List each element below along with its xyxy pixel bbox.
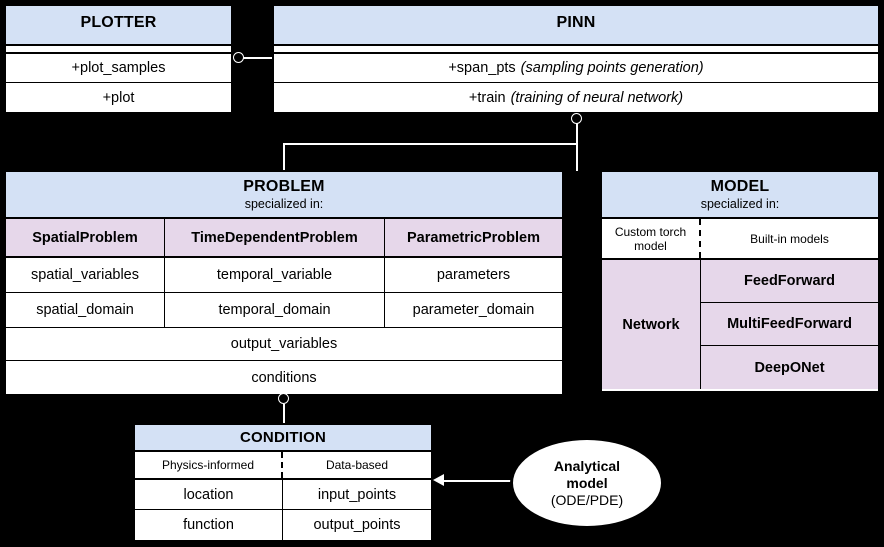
- condition-attribute: output_points: [283, 510, 431, 540]
- analytical-line-1: Analytical: [553, 457, 621, 474]
- plotter-method-name: +plot: [102, 89, 135, 106]
- problem-column-header[interactable]: TimeDependentProblem: [165, 219, 385, 256]
- model-column-header[interactable]: Built-in models: [701, 219, 878, 258]
- connector-bus-to-problem: [283, 143, 285, 171]
- model-column-header[interactable]: Custom torch model: [602, 219, 701, 258]
- model-builtin-item[interactable]: MultiFeedForward: [701, 303, 878, 346]
- problem-column-header[interactable]: ParametricProblem: [385, 219, 562, 256]
- problem-title: PROBLEM: [243, 178, 325, 195]
- pinn-header: PINN: [274, 6, 878, 46]
- connector-pinn-down: [576, 123, 578, 144]
- pinn-method-note: (sampling points generation): [520, 60, 704, 76]
- plotter-method-name: +plot_samples: [71, 60, 166, 76]
- condition-title: CONDITION: [240, 429, 326, 446]
- problem-attribute: temporal_domain: [165, 293, 385, 327]
- plotter-method-row[interactable]: +plot_samples: [6, 54, 231, 83]
- analytical-model-ellipse[interactable]: Analytical model (ODE/PDE): [510, 437, 664, 529]
- connector-problem-condition: [283, 404, 285, 424]
- connector-bus-to-model: [576, 143, 578, 171]
- condition-column-headers: Physics-informed Data-based: [135, 452, 431, 480]
- pinn-method-row[interactable]: +train (training of neural network): [274, 83, 878, 112]
- pinn-method-name: +span_pts: [448, 60, 516, 76]
- connector-analytical-condition: [443, 480, 513, 482]
- class-box-pinn[interactable]: PINN +span_pts (sampling points generati…: [272, 4, 880, 113]
- condition-column-header[interactable]: Physics-informed: [135, 452, 283, 478]
- pinn-method-name: +train: [468, 89, 506, 106]
- problem-attribute: temporal_variable: [165, 258, 385, 292]
- connector-socket-plotter: [233, 52, 244, 63]
- model-builtin-column: FeedForward MultiFeedForward DeepONet: [701, 260, 878, 389]
- model-column-headers: Custom torch model Built-in models: [602, 219, 878, 260]
- class-box-problem[interactable]: PROBLEM specialized in: SpatialProblem T…: [4, 170, 564, 394]
- problem-attribute: spatial_domain: [6, 293, 165, 327]
- model-body: Network FeedForward MultiFeedForward Dee…: [602, 260, 878, 389]
- plotter-header: PLOTTER: [6, 6, 231, 46]
- condition-attribute: location: [135, 480, 283, 509]
- connector-plotter-pinn: [243, 57, 274, 59]
- problem-column-header[interactable]: SpatialProblem: [6, 219, 165, 256]
- model-title: MODEL: [710, 178, 770, 195]
- problem-attribute-row: spatial_variables temporal_variable para…: [6, 258, 562, 293]
- plotter-method-row[interactable]: +plot: [6, 83, 231, 112]
- problem-shared-attribute: output_variables: [6, 328, 562, 360]
- pinn-title: PINN: [556, 14, 596, 31]
- problem-attribute-row: spatial_domain temporal_domain parameter…: [6, 293, 562, 328]
- connector-socket-problem: [278, 393, 289, 404]
- model-subtitle: specialized in:: [700, 197, 780, 211]
- condition-header: CONDITION: [135, 425, 431, 452]
- pinn-method-row[interactable]: +span_pts (sampling points generation): [274, 54, 878, 83]
- plotter-title: PLOTTER: [80, 14, 157, 31]
- problem-attribute: parameter_domain: [385, 293, 562, 327]
- plotter-attributes-row: [6, 46, 231, 54]
- problem-attribute: parameters: [385, 258, 562, 292]
- model-builtin-item[interactable]: DeepONet: [701, 346, 878, 389]
- problem-shared-row: conditions: [6, 361, 562, 394]
- class-box-model[interactable]: MODEL specialized in: Custom torch model…: [600, 170, 880, 393]
- class-box-plotter[interactable]: PLOTTER +plot_samples +plot: [4, 4, 233, 113]
- problem-column-headers: SpatialProblem TimeDependentProblem Para…: [6, 219, 562, 258]
- problem-attribute: spatial_variables: [6, 258, 165, 292]
- connector-bus: [283, 143, 577, 145]
- model-builtin-item[interactable]: FeedForward: [701, 260, 878, 303]
- problem-shared-row: output_variables: [6, 328, 562, 361]
- problem-subtitle: specialized in:: [244, 197, 324, 211]
- arrowhead-condition: [433, 474, 444, 486]
- analytical-line-2: model: [566, 474, 608, 491]
- model-header: MODEL specialized in:: [602, 172, 878, 219]
- model-network-cell[interactable]: Network: [602, 260, 701, 389]
- connector-socket-pinn: [571, 113, 582, 124]
- pinn-method-note: (training of neural network): [510, 89, 684, 106]
- analytical-line-3: (ODE/PDE): [550, 491, 624, 508]
- pinn-attributes-row: [274, 46, 878, 54]
- problem-shared-attribute: conditions: [6, 361, 562, 394]
- condition-attribute: input_points: [283, 480, 431, 509]
- condition-attribute-row: location input_points: [135, 480, 431, 510]
- condition-attribute: function: [135, 510, 283, 540]
- condition-attribute-row: function output_points: [135, 510, 431, 540]
- condition-column-header[interactable]: Data-based: [283, 452, 431, 478]
- problem-header: PROBLEM specialized in:: [6, 172, 562, 219]
- class-box-condition[interactable]: CONDITION Physics-informed Data-based lo…: [133, 423, 433, 542]
